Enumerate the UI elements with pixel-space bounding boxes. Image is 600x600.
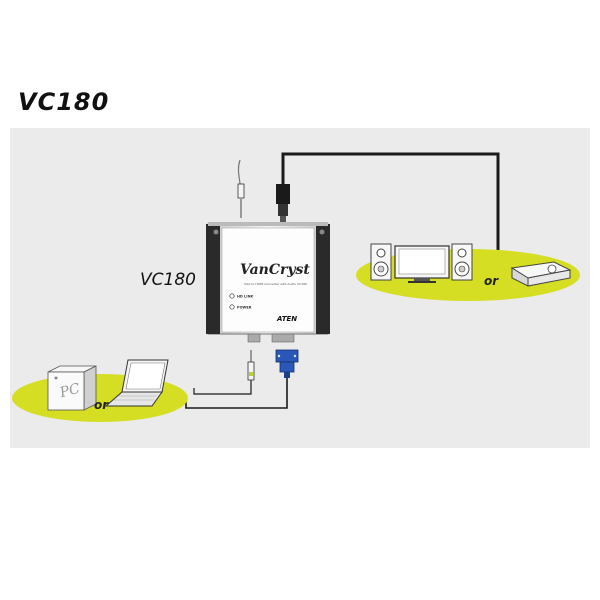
vga-connector-icon — [275, 349, 299, 378]
pc-label: PC — [57, 381, 82, 402]
hdmi-connector-icon — [276, 184, 290, 222]
hdmi-cable — [281, 152, 500, 262]
source-or-label: or — [94, 398, 109, 412]
left-speaker-icon — [370, 243, 392, 281]
vc180-device — [206, 222, 330, 343]
pc-tower-icon — [47, 365, 97, 411]
right-speaker-icon — [451, 243, 473, 281]
power-led-label: POWER — [237, 306, 252, 310]
maker-logo: ATEN — [276, 315, 297, 323]
tv-icon — [394, 245, 450, 283]
hdmi-link-led-label: HD LINK — [237, 295, 254, 299]
display-or-label: or — [484, 274, 499, 288]
laptop-icon — [104, 359, 169, 407]
power-led-icon — [229, 304, 235, 310]
hdmi-link-led-icon — [229, 293, 235, 299]
projector-icon — [510, 261, 572, 287]
vga-in-cable — [185, 378, 288, 409]
device-label: VC180 — [140, 270, 196, 290]
audio-in-cable — [193, 380, 252, 395]
audio-jack-in-icon — [247, 350, 255, 381]
page-title: VC180 — [18, 88, 110, 116]
audio-jack-out-icon — [237, 183, 245, 218]
device-subtitle: VGA to HDMI Converter with Audio VC180 — [244, 282, 307, 286]
device-brand-logo: VanCryst — [240, 262, 310, 278]
